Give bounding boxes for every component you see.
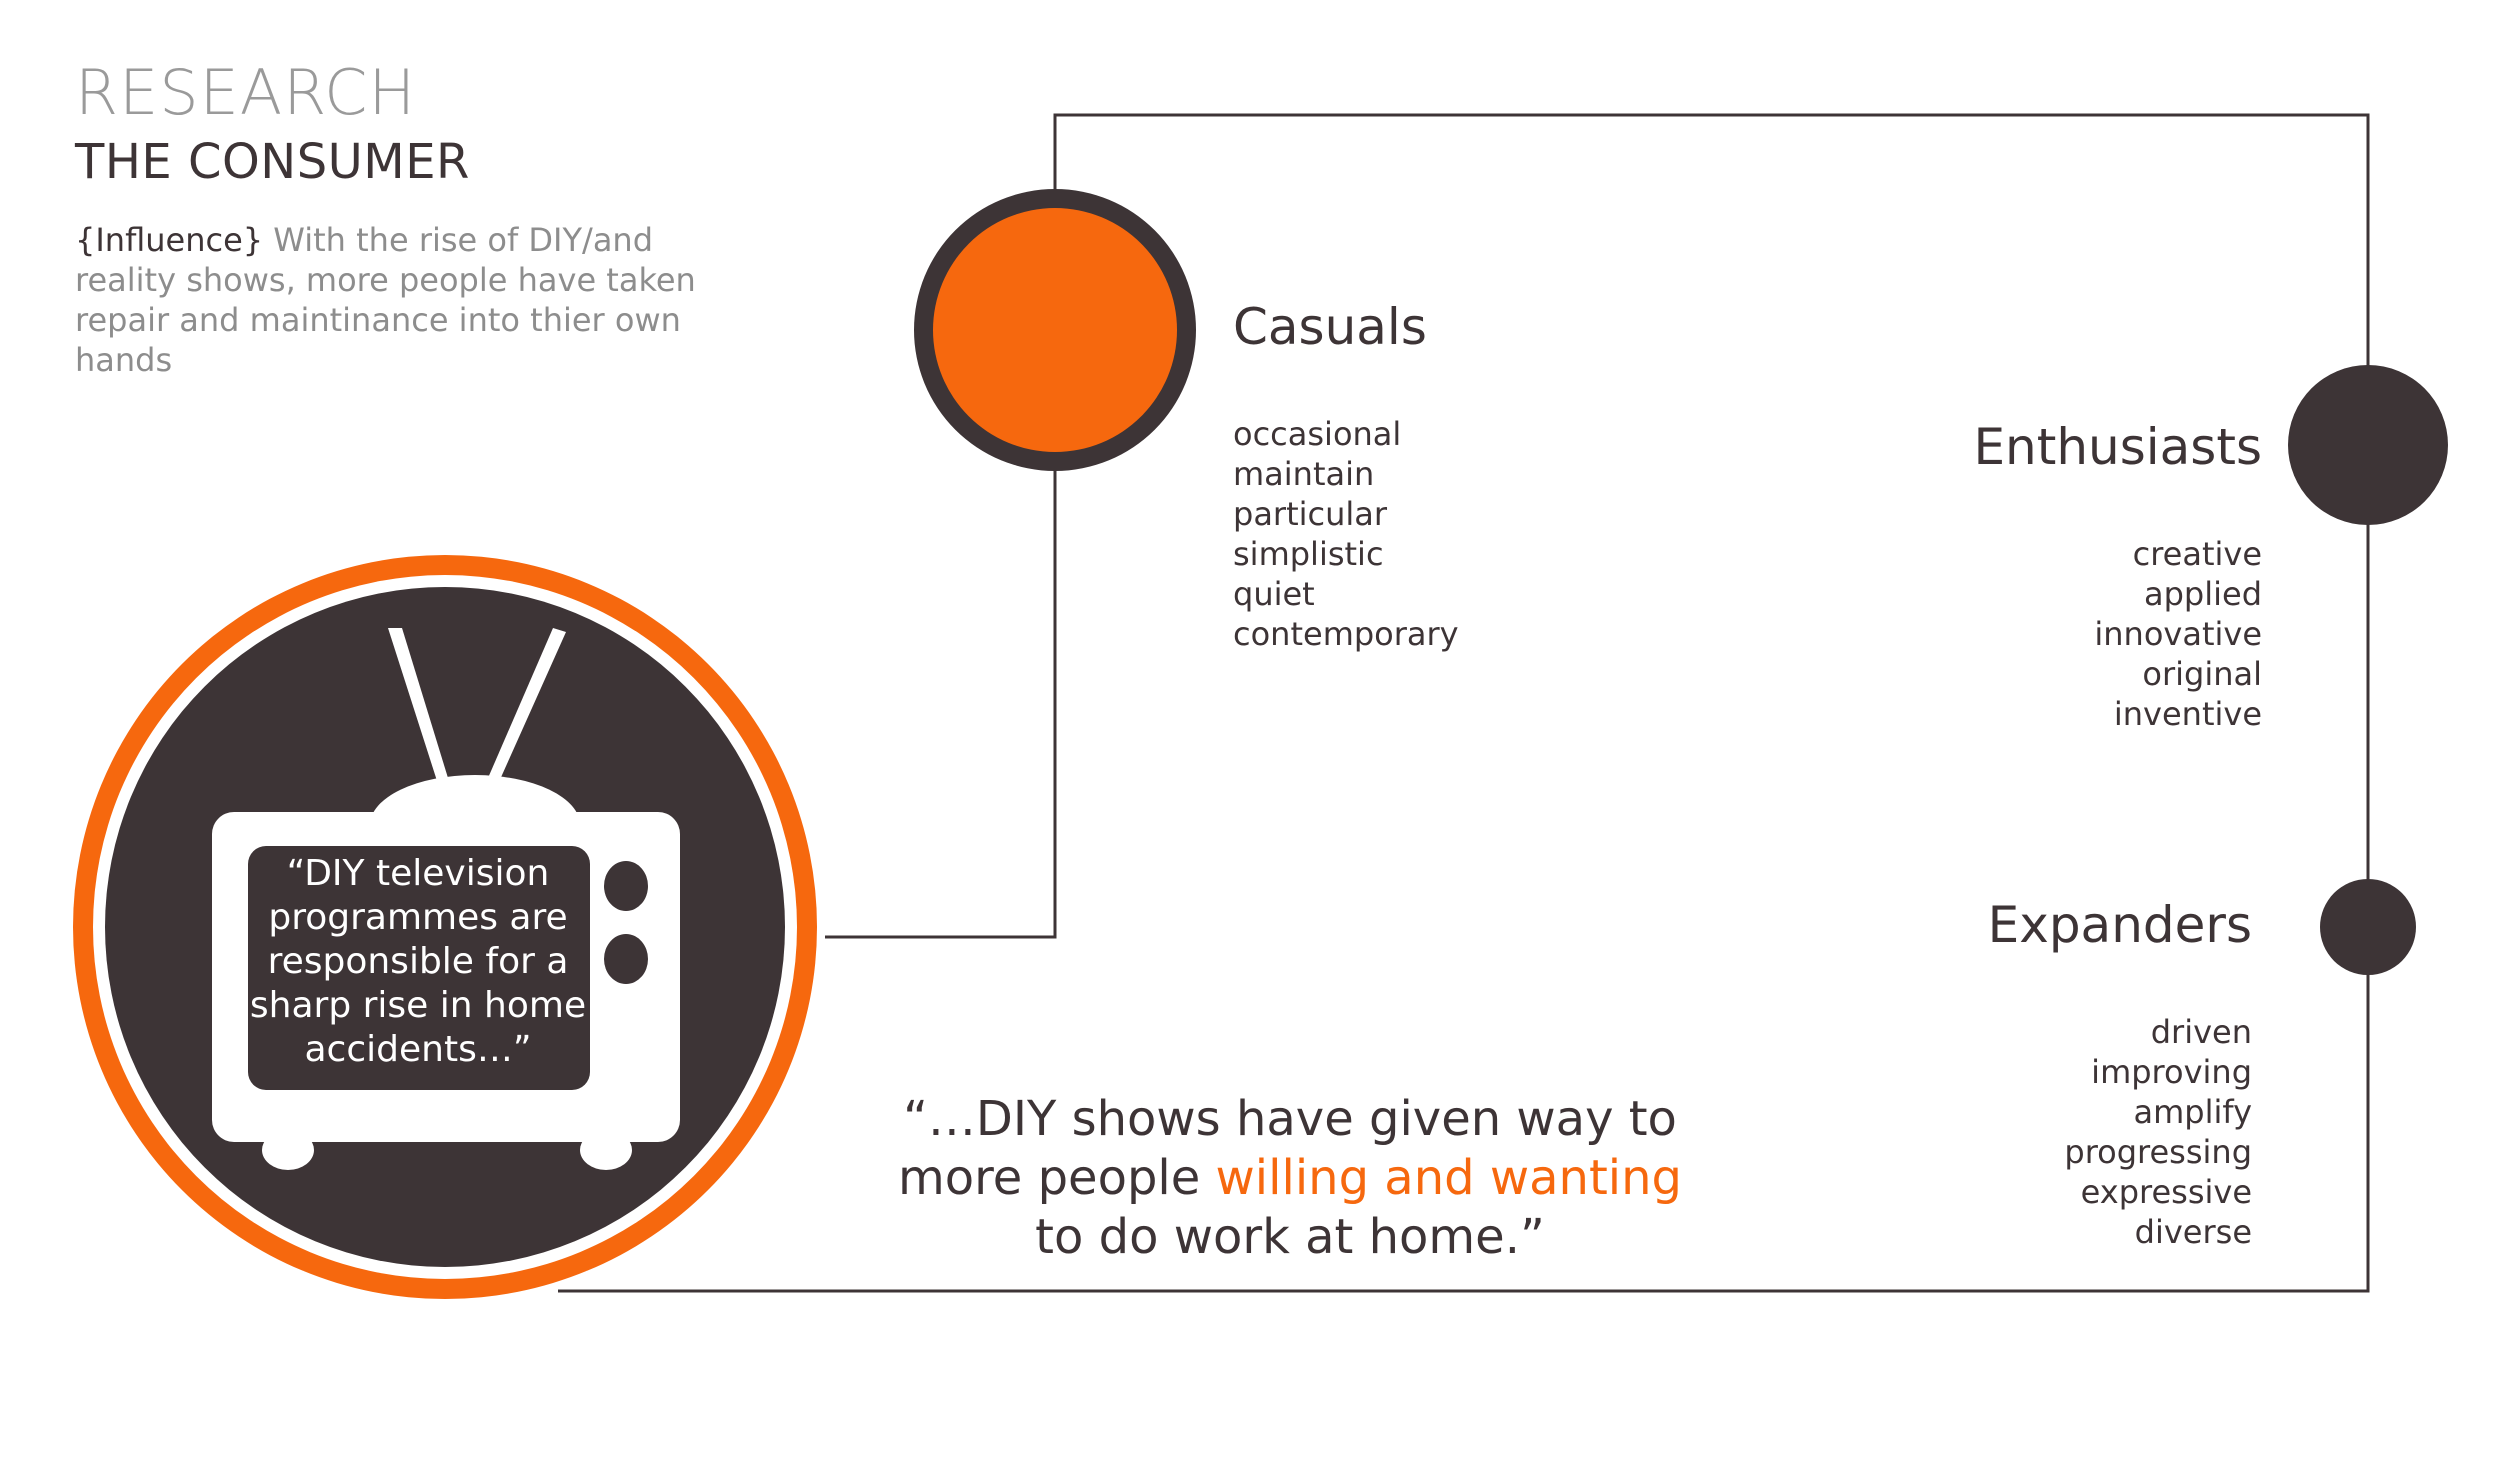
trait: progressing — [2064, 1133, 2252, 1171]
quote-line-2-start: more people — [897, 1150, 1216, 1206]
trait: occasional — [1233, 415, 1402, 453]
quote-line-2: more people willing and wanting — [880, 1149, 1700, 1208]
influence-text: {Influence} With the rise of DIY/and rea… — [75, 220, 755, 380]
trait: driven — [2150, 1013, 2252, 1051]
trait: expressive — [2080, 1173, 2252, 1211]
main-quote: “…DIY shows have given way to more peopl… — [880, 1090, 1700, 1267]
casuals-traits: occasional maintain particular simplisti… — [1233, 414, 1459, 654]
trait: simplistic — [1233, 535, 1384, 573]
trait: quiet — [1233, 575, 1315, 613]
quote-line-3: to do work at home.” — [1035, 1209, 1545, 1265]
trait: particular — [1233, 495, 1388, 533]
expanders-title: Expanders — [1987, 896, 2252, 954]
casuals-node-inner — [933, 208, 1177, 452]
quote-line-1: “…DIY shows have given way to — [903, 1091, 1677, 1147]
page-title: THE CONSUMER — [75, 134, 470, 190]
casuals-title: Casuals — [1233, 298, 1427, 356]
trait: maintain — [1233, 455, 1375, 493]
connector-top-loop — [558, 113, 2370, 1293]
trait: contemporary — [1233, 615, 1459, 653]
expanders-traits: driven improving amplify progressing exp… — [1900, 1012, 2252, 1252]
influence-body: With the rise of DIY/and reality shows, … — [75, 221, 696, 379]
quote-highlight: willing and wanting — [1215, 1150, 1682, 1206]
tv-quote: “DIY television programmes are responsib… — [249, 853, 587, 1070]
enthusiasts-title: Enthusiasts — [1973, 418, 2262, 476]
trait: innovative — [2094, 615, 2262, 653]
enthusiasts-node — [2288, 365, 2448, 525]
enthusiasts-traits: creative applied innovative original inv… — [1900, 534, 2262, 734]
tv-icon — [73, 555, 817, 1299]
expanders-node — [2320, 879, 2416, 975]
trait: diverse — [2134, 1213, 2252, 1251]
trait: inventive — [2113, 695, 2262, 733]
trait: original — [2142, 655, 2262, 693]
trait: applied — [2143, 575, 2262, 613]
trait: creative — [2132, 535, 2262, 573]
trait: improving — [2091, 1053, 2252, 1091]
trait: amplify — [2133, 1093, 2252, 1131]
influence-tag: {Influence} — [75, 221, 264, 259]
section-label: RESEARCH — [75, 56, 417, 129]
